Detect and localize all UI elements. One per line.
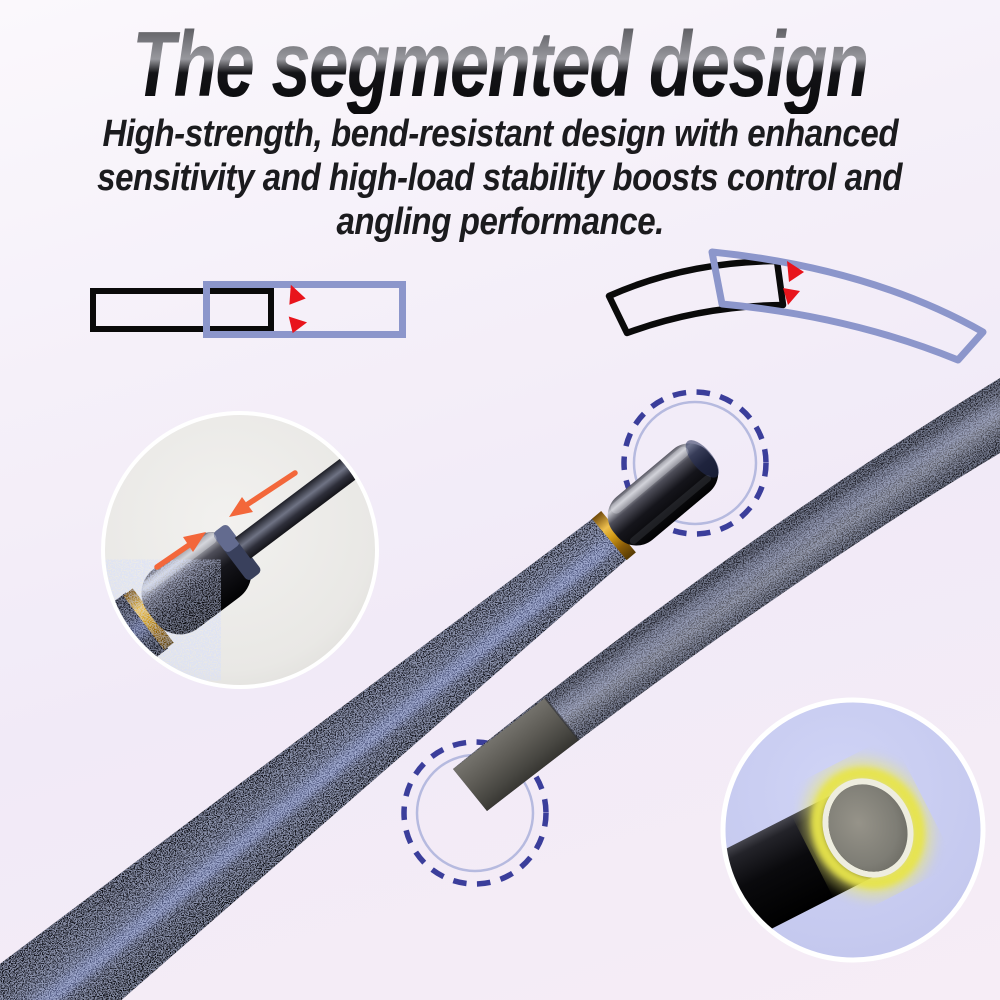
butt-end-circle	[720, 697, 986, 963]
arrow-top-shaft	[245, 470, 298, 507]
join-arrows	[154, 470, 298, 570]
ferrule-dashed-circle	[621, 389, 769, 537]
dashed-ring	[401, 739, 549, 887]
photo-rim	[101, 411, 379, 689]
subtitle: High-strength, bend-resistant design wit…	[0, 112, 1000, 244]
arrow-top-head	[229, 497, 253, 517]
glow-ring	[810, 766, 926, 890]
gold-ring	[591, 511, 636, 561]
dashed-ring	[621, 389, 769, 537]
cream-ring	[822, 778, 914, 878]
thin-rod-section	[234, 458, 356, 559]
page-title: The segmented design	[0, 12, 1000, 116]
segment-diagrams	[90, 248, 987, 364]
arrow-bottom-shaft	[154, 540, 195, 570]
end-face	[828, 784, 908, 872]
segment-blue	[203, 281, 406, 338]
subtitle-line: angling performance.	[336, 201, 664, 243]
cap-tip-sheen	[685, 440, 719, 478]
solid-carbon-tip	[453, 698, 579, 811]
insert-arrow-icon	[288, 316, 308, 334]
cap-body	[607, 443, 719, 546]
inner-ring	[632, 400, 758, 526]
joint-closeup-circle	[101, 411, 379, 689]
diagram-curved-segments	[605, 248, 987, 364]
diagram-straight-segments	[90, 281, 406, 338]
arrow-bottom-head	[183, 532, 206, 552]
ferrule-cap	[591, 440, 719, 561]
segment-blue	[708, 248, 987, 364]
insert-arrow-icon	[783, 288, 800, 305]
insert-arrow-icon	[289, 284, 306, 305]
photo-rim	[720, 697, 986, 963]
page-title-text: The segmented design	[132, 12, 869, 116]
subtitle-line: High-strength, bend-resistant design wit…	[102, 113, 898, 155]
insert-arrow-icon	[787, 261, 804, 282]
subtitle-line: sensitivity and high-load stability boos…	[97, 157, 903, 199]
segment-black	[605, 257, 787, 337]
cap-highlight	[610, 446, 689, 514]
segment-black	[90, 288, 274, 332]
